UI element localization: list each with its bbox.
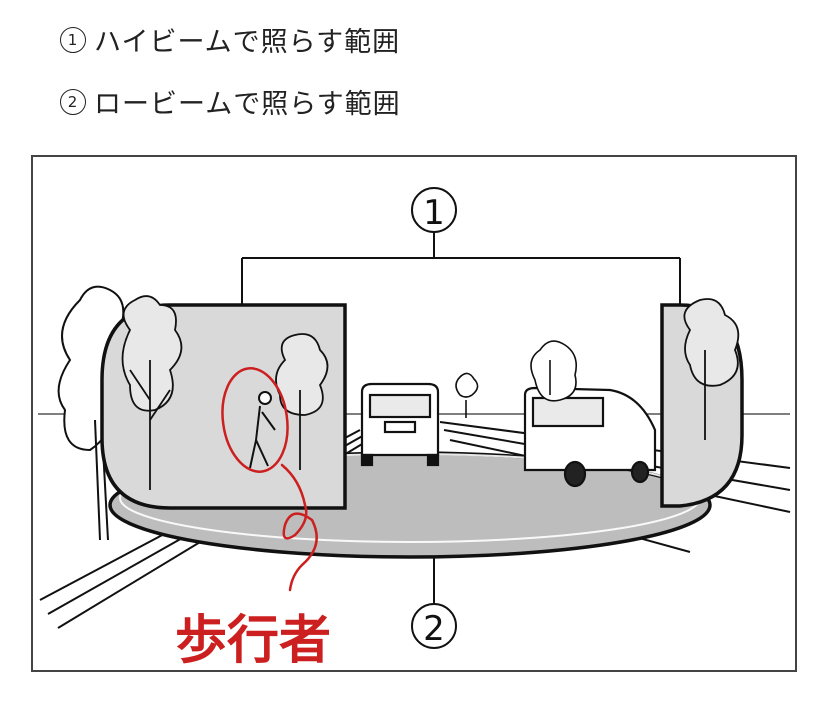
legend-number-1: 1 (60, 26, 86, 53)
legend-number-2: 2 (60, 88, 86, 115)
legend-text-high-beam: ハイビームで照らす範囲 (94, 27, 401, 58)
legend-item-high-beam: 1 ハイビームで照らす範囲 (60, 20, 400, 59)
callout-2-circle (411, 603, 457, 649)
car-right (523, 386, 657, 488)
pedestrian-handwritten-label: 歩行者 (175, 611, 331, 671)
legend-item-low-beam: 2 ロービームで照らす範囲 (60, 82, 401, 121)
tree-background (455, 340, 578, 418)
pedestrian-figure (249, 391, 276, 469)
handwritten-annotation (221, 367, 318, 592)
callout-1-bracket (241, 232, 681, 305)
callout-1-label: 1 (423, 193, 445, 233)
tree-right (683, 298, 740, 440)
car-center (360, 382, 440, 467)
callout-2-label: 2 (423, 609, 445, 649)
tree-left-inner (121, 295, 329, 490)
legend-text-low-beam: ロービームで照らす範囲 (94, 89, 401, 120)
callout-1-circle (411, 187, 457, 233)
